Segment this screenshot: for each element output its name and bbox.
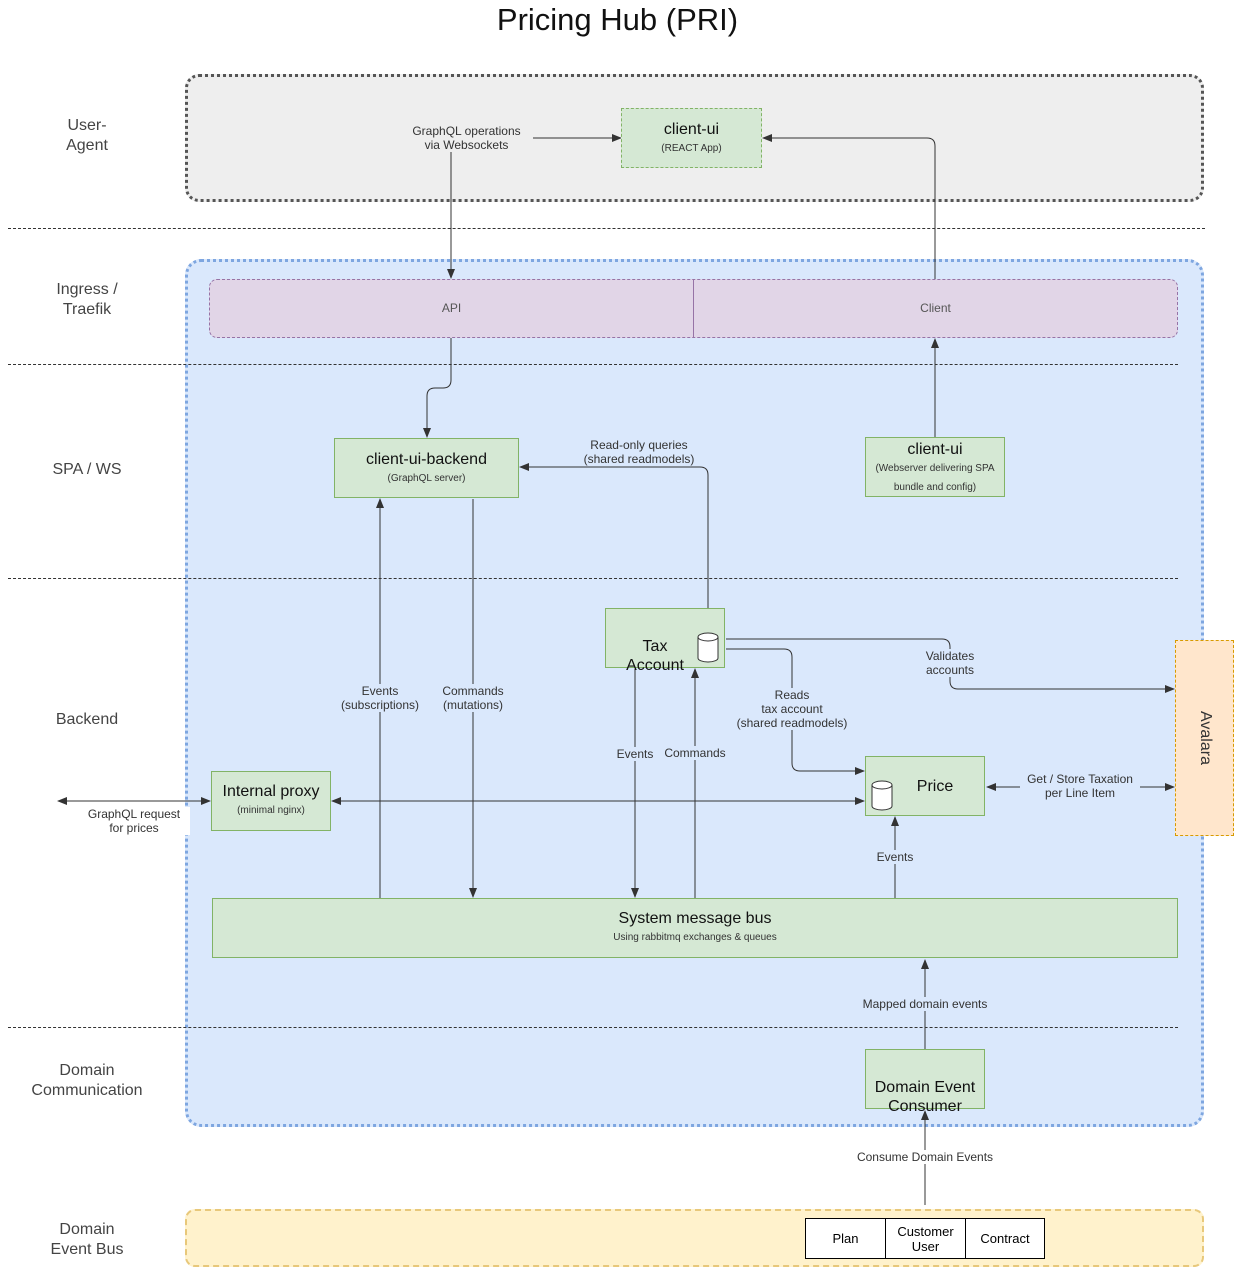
lane-separator <box>8 1027 1178 1028</box>
price-title: Price <box>916 778 954 795</box>
label-tax-events: Events <box>612 747 658 761</box>
internal-proxy-subtitle: (minimal nginx) <box>237 805 305 816</box>
client-ui-backend-title: client-ui-backend <box>366 451 487 468</box>
lane-label-spa: SPA / WS <box>52 461 122 478</box>
client-ui-backend-node: client-ui-backend (GraphQL server) <box>334 438 519 498</box>
ingress-client-label: Client <box>920 301 951 315</box>
label-graphql-websockets: GraphQL operations via Websockets <box>400 124 533 152</box>
lane-separator <box>8 228 1205 229</box>
label-price-events: Events <box>872 850 918 864</box>
price-db-icon <box>871 780 893 811</box>
lane-label-ingress: Ingress / Traefik <box>56 281 118 318</box>
edge-client-to-react <box>762 134 936 279</box>
label-graphql-prices: GraphQL request for prices <box>78 807 190 835</box>
ingress-divider <box>693 280 694 337</box>
lane-label-user-agent: User- Agent <box>66 117 108 154</box>
edge-api-to-backend <box>423 338 452 438</box>
avalara-box <box>1175 640 1234 836</box>
label-get-store-taxation: Get / Store Taxation per Line Item <box>1020 772 1140 800</box>
tax-account-db-icon <box>697 632 719 663</box>
client-ui-react-title: client-ui <box>663 121 720 138</box>
internal-proxy-title: Internal proxy <box>222 783 320 800</box>
client-ui-web-title: client-ui <box>907 441 963 458</box>
lane-label-domain-event-bus: Domain Event Bus <box>50 1221 124 1258</box>
client-ui-react-subtitle: (REACT App) <box>661 143 722 154</box>
lane-separator <box>8 364 1178 365</box>
lane-separator <box>8 578 1178 579</box>
label-mapped-domain-events: Mapped domain events <box>855 997 995 1011</box>
label-readonly-queries: Read-only queries (shared readmodels) <box>570 438 708 466</box>
lane-label-backend: Backend <box>55 711 119 728</box>
internal-proxy-node: Internal proxy (minimal nginx) <box>211 771 331 831</box>
lane-label-domain-communication: Domain Communication <box>31 1062 143 1099</box>
domain-event-consumer-title: Domain Event Consumer <box>874 1079 976 1115</box>
label-consume-domain-events: Consume Domain Events <box>850 1150 1000 1164</box>
edge-readonly-queries <box>519 463 709 636</box>
client-ui-react-node: client-ui (REACT App) <box>621 108 762 168</box>
page-title: Pricing Hub (PRI) <box>496 2 739 37</box>
topic-plan: Plan <box>805 1218 886 1259</box>
label-commands-mutations: Commands (mutations) <box>432 684 514 712</box>
ingress-api-label: API <box>441 301 462 315</box>
label-reads-tax-account: Reads tax account (shared readmodels) <box>730 688 854 730</box>
client-ui-web-subtitle: (Webserver delivering SPA bundle and con… <box>875 463 995 493</box>
system-message-bus-node: System message bus Using rabbitmq exchan… <box>212 898 1178 958</box>
topic-customer-user: Customer User <box>885 1218 966 1259</box>
system-message-bus-title: System message bus <box>618 910 772 927</box>
system-message-bus-subtitle: Using rabbitmq exchanges & queues <box>613 932 777 943</box>
domain-event-consumer-node: Domain Event Consumer <box>865 1049 985 1115</box>
label-tax-commands: Commands <box>661 746 729 760</box>
tax-account-title: Tax Account <box>626 638 684 674</box>
client-ui-web-node: client-ui (Webserver delivering SPA bund… <box>865 437 1005 497</box>
label-events-subscriptions: Events (subscriptions) <box>335 684 425 712</box>
label-validates-accounts: Validates accounts <box>915 649 985 677</box>
topic-contract: Contract <box>965 1218 1045 1259</box>
client-ui-backend-subtitle: (GraphQL server) <box>387 473 466 484</box>
